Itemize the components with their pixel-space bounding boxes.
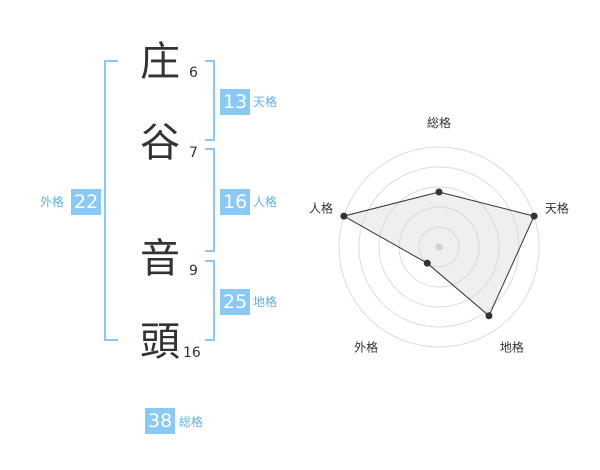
radar-ring-5	[338, 146, 540, 348]
radar-point-1	[435, 188, 443, 196]
radar-point-4	[423, 259, 431, 267]
radar-point-3	[485, 312, 493, 320]
radar-polygon	[342, 191, 535, 317]
chikaku-bracket	[205, 260, 215, 341]
radar-grid	[338, 146, 540, 348]
gaikaku-label: 外格	[40, 195, 65, 209]
radar-ring-4	[358, 166, 520, 328]
radar-ring-3	[378, 186, 500, 308]
radar-axis-label-2: 天格	[545, 201, 569, 216]
stroke-count-4: 16	[183, 345, 201, 361]
chikaku-label: 地格	[253, 295, 278, 309]
kanji-3: 音	[140, 236, 180, 282]
radar-center	[435, 243, 443, 251]
chikaku-value: 25	[220, 289, 251, 315]
gaikaku-bracket	[104, 60, 118, 341]
gaikaku-value: 22	[71, 189, 102, 215]
radar-axis-label-5: 人格	[309, 201, 333, 216]
kanji-1: 庄	[140, 39, 180, 85]
soukaku-label: 総格	[179, 415, 204, 429]
stroke-count-3: 9	[189, 263, 198, 279]
jinkaku-label: 人格	[253, 195, 278, 209]
tenkaku-value: 13	[220, 89, 251, 115]
kanji-4: 頭	[140, 319, 180, 365]
stroke-count-1: 6	[189, 65, 198, 81]
tenkaku-label: 天格	[253, 95, 278, 109]
jinkaku-bracket	[205, 148, 215, 252]
radar-axis-label-3: 地格	[500, 339, 524, 354]
radar-point-2	[530, 212, 538, 220]
radar-axis-label-1: 総格	[427, 115, 451, 130]
soukaku-value: 38	[145, 408, 176, 434]
radar-ring-1	[418, 226, 460, 268]
radar-axis-label-4: 外格	[354, 339, 378, 354]
tenkaku-bracket	[205, 60, 215, 141]
jinkaku-value: 16	[220, 189, 251, 215]
radar-point-5	[340, 212, 348, 220]
kanji-2: 谷	[140, 120, 180, 166]
stroke-count-2: 7	[189, 145, 198, 161]
